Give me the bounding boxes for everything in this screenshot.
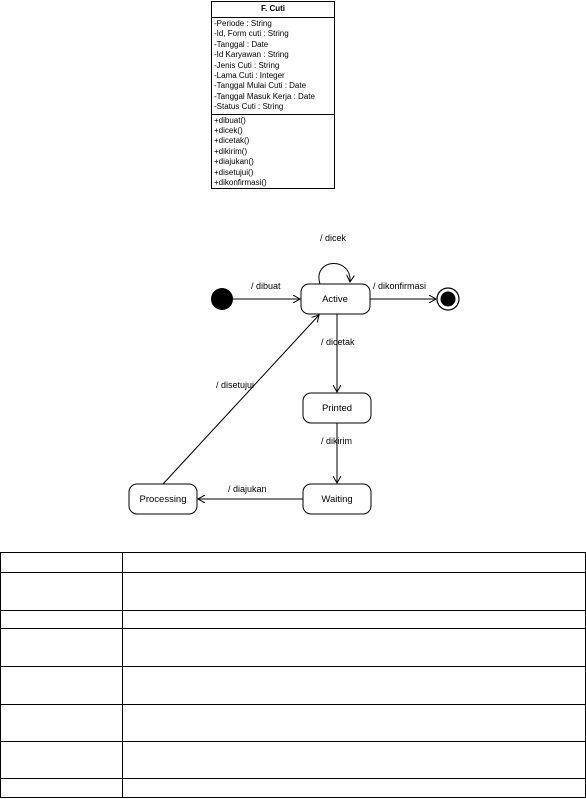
table-row [0,666,586,667]
state-printed: Printed [302,392,372,424]
table-column-divider [122,552,123,798]
table-row [0,628,586,629]
transition-dicek-arrow [318,263,350,285]
transition-disetujui-arrow [162,315,319,485]
table-border-left [0,552,1,798]
label-dibuat: / dibuat [251,281,281,291]
initial-state [211,288,233,310]
class-attribute: -Lama Cuti : Integer [214,71,285,81]
table-row [0,778,586,779]
class-attribute: -Periode : String [214,19,272,28]
table-border-bottom [0,797,586,798]
class-method: +dikirim() [214,146,248,156]
class-method: +dibuat() [214,115,246,125]
table-row [0,741,586,742]
label-dicek: / dicek [320,233,347,243]
class-attribute: -Id Karyawan : String [214,50,289,60]
class-method: +dikonfirmasi() [214,178,267,188]
class-attribute: -Tanggal Mulai Cuti : Date [214,81,307,91]
class-methods: +dibuat() +dicek() +dicetak() +dikirim()… [212,115,334,189]
state-active: Active [300,283,371,315]
empty-table [0,552,586,798]
table-row [0,572,586,573]
class-attribute: -Tanggal : Date [214,39,269,49]
label-dikonfirmasi: / dikonfirmasi [373,281,426,291]
table-row [0,610,586,611]
state-processing-label: Processing [140,494,187,505]
class-attribute: -Status Cuti : String [214,102,284,112]
label-diajukan: / diajukan [228,484,267,494]
final-state [436,287,460,311]
table-row [0,704,586,705]
class-method: +dicek() [214,126,243,136]
state-waiting: Waiting [302,483,372,515]
label-dicetak: / dicetak [321,337,355,347]
label-disetujui: / disetujui [216,380,254,390]
class-title: F. Cuti [212,2,334,18]
state-printed-label: Printed [322,403,352,414]
label-dikirim: / dikirim [321,436,352,446]
state-active-label: Active [322,294,348,305]
class-attribute: -Jenis Cuti : String [214,60,280,70]
table-row [0,552,586,553]
class-method: +dicetak() [214,136,250,146]
class-attribute: -Id, Form cuti : String [214,29,289,39]
class-attribute: -Tanggal Masuk Kerja : Date [214,91,315,101]
state-diagram: Active Printed Waiting Processing / dibu… [128,233,460,515]
class-attributes: -Periode : String -Id, Form cuti : Strin… [212,18,334,115]
class-box-f-cuti: F. Cuti -Periode : String -Id, Form cuti… [211,1,335,189]
state-processing: Processing [128,483,198,515]
class-method: +diajukan() [214,157,254,167]
state-waiting-label: Waiting [321,494,352,505]
class-method: +disetujui() [214,167,254,177]
